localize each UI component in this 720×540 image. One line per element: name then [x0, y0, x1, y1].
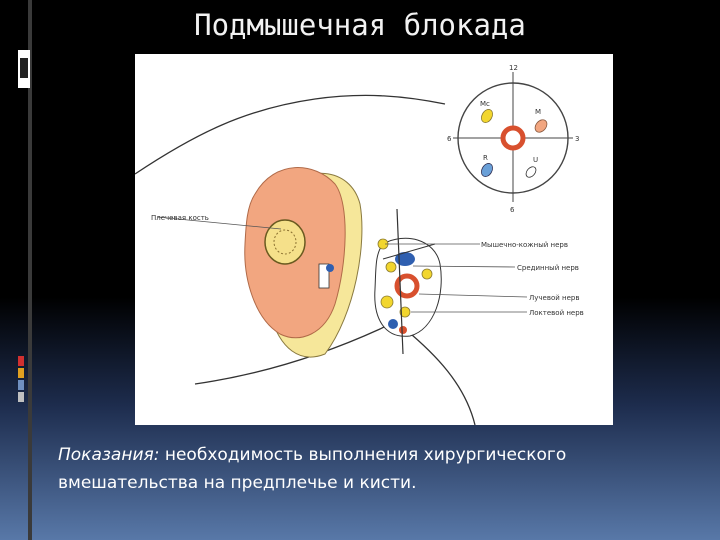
vein-small-icon — [388, 319, 398, 329]
label-musculocutaneous: Мышечно-кожный нерв — [481, 241, 568, 249]
nerve-median-icon — [386, 262, 396, 272]
deco-square-4 — [18, 392, 24, 402]
caption-lead: Показания: — [58, 445, 159, 465]
clock-label-top: 12 — [509, 64, 518, 72]
arm-outline-top — [135, 95, 445, 174]
nerve-radial-icon — [381, 296, 393, 308]
humerus-bone — [265, 220, 305, 264]
clock-label-left: 6 — [447, 135, 452, 143]
clock-artery-icon — [503, 128, 523, 148]
deco-square-3 — [18, 380, 24, 390]
vein-icon — [395, 252, 415, 266]
clock-label-bottom: 6 — [510, 206, 515, 214]
clock-label-right: 3 — [575, 135, 579, 143]
nerve-dot-icon — [422, 269, 432, 279]
anatomy-figure: Плечевая кость Мышечно-кожный нерв Среди… — [135, 54, 613, 425]
label-median: Срединный нерв — [517, 264, 579, 272]
slide-caption: Показания: необходимость выполнения хиру… — [58, 441, 708, 497]
deco-square-1 — [18, 356, 24, 366]
axillary-cross-section-illustration: Плечевая кость Мышечно-кожный нерв Среди… — [135, 54, 613, 425]
arm-outline-lower — [405, 329, 475, 425]
clock-tag-mc: Mc — [480, 100, 490, 108]
label-radial: Лучевой нерв — [529, 294, 579, 302]
vessel-small-icon — [399, 326, 407, 334]
clock-tag-u: U — [533, 156, 538, 164]
clock-tag-r: R — [483, 154, 488, 162]
clock-tag-m: M — [535, 108, 541, 116]
deco-square-2 — [18, 368, 24, 378]
label-humerus: Плечевая кость — [151, 214, 209, 222]
slide-title: Подмышечная блокада — [0, 8, 720, 42]
small-vessel-icon — [326, 264, 334, 272]
deco-square-top-inner — [20, 58, 28, 78]
label-ulnar: Локтевой нерв — [529, 309, 584, 317]
